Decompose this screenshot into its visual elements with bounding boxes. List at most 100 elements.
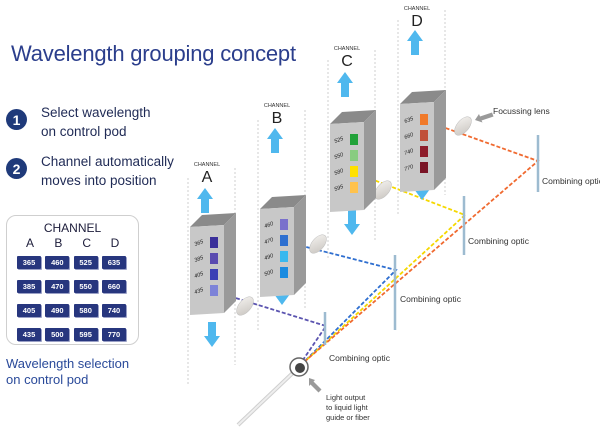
fiber-cable-core: [237, 367, 299, 426]
filter-wavelength-label: 460: [264, 221, 276, 230]
filter-swatch: [420, 146, 428, 157]
filter-swatch: [210, 269, 218, 280]
wavelength-button[interactable]: 525: [73, 256, 98, 269]
arrow-down-icon: [204, 322, 220, 347]
wavelength-button[interactable]: 660: [101, 280, 126, 293]
pointer-arrow-icon: [475, 112, 494, 123]
filter-wavelength-label: 470: [264, 237, 276, 246]
filter-swatch: [350, 150, 358, 161]
wavelength-button[interactable]: 435: [17, 328, 41, 341]
control-pod-heading: CHANNEL: [43, 221, 102, 235]
filter-wavelength-label: 740: [404, 148, 416, 157]
focussing-lens: [236, 296, 254, 316]
wavelength-button[interactable]: 580: [73, 304, 98, 317]
arrow-up-icon: [407, 30, 423, 55]
wavelength-button[interactable]: 500: [45, 328, 70, 341]
channel-caption: CHANNEL: [264, 103, 290, 109]
caption-line: on control pod: [6, 372, 89, 387]
filter-swatch: [280, 251, 288, 262]
wavelength-button-grid: 365 460 525 635 385 470 550 660 405 490 …: [17, 256, 128, 341]
column-label: B: [54, 236, 63, 250]
wavelength-button[interactable]: 490: [45, 304, 70, 317]
step-line: Channel automatically: [41, 154, 174, 169]
filter-box-top: [400, 90, 446, 104]
filter-swatch: [210, 285, 218, 296]
channel-caption: CHANNEL: [334, 46, 360, 52]
wavelength-button[interactable]: 405: [17, 304, 41, 317]
control-pod: CHANNEL A B C D 365 460 525 635 385 470 …: [6, 215, 139, 345]
combining-optic-label: Combining optic: [542, 176, 600, 186]
filter-box-front: [190, 225, 224, 315]
wavelength-button[interactable]: 770: [101, 328, 126, 341]
step-line: on control pod: [41, 124, 127, 139]
filter-box-front: [260, 207, 294, 297]
filter-box-front: [400, 102, 434, 192]
step-2: 2 Channel automatically moves into posit…: [6, 152, 174, 190]
filter-swatch: [420, 114, 428, 125]
filter-wavelength-label: 525: [334, 136, 346, 145]
filter-wavelength-label: 635: [404, 116, 416, 125]
control-pod-columns: A B C D: [17, 236, 128, 250]
arrow-down-icon: [344, 210, 360, 235]
light-output-port-core: [295, 363, 305, 373]
step-line: moves into position: [41, 173, 157, 188]
channel-letter: C: [341, 53, 353, 70]
focussing-lens-label: Focussing lens: [493, 106, 550, 116]
page-title: Wavelength grouping concept: [11, 41, 296, 66]
wavelength-button[interactable]: 460: [45, 256, 70, 269]
column-label: D: [110, 236, 120, 250]
control-pod-caption: Wavelength selection on control pod: [6, 356, 129, 388]
filter-box-side: [364, 110, 376, 210]
step-text: Select wavelength on control pod: [41, 103, 151, 141]
filter-box-front: [330, 122, 364, 212]
filter-box-top: [330, 110, 376, 124]
wavelength-button[interactable]: 550: [73, 280, 98, 293]
filter-wavelength-label: 435: [194, 287, 206, 296]
filter-wavelength-label: 595: [334, 184, 346, 193]
filter-box-side: [434, 90, 446, 190]
step-line: Select wavelength: [41, 105, 151, 120]
filter-swatch: [420, 130, 428, 141]
arrow-up-icon: [337, 72, 353, 97]
light-output-label: Light output: [326, 393, 366, 402]
column-label: A: [25, 236, 34, 250]
step-1: 1 Select wavelength on control pod: [6, 103, 151, 141]
filter-swatch: [210, 237, 218, 248]
filter-swatch: [350, 166, 358, 177]
step-number-badge: 1: [6, 109, 27, 130]
filter-wavelength-label: 405: [194, 271, 206, 280]
focussing-lens: [309, 234, 327, 254]
filter-swatch: [350, 182, 358, 193]
filter-swatch: [350, 134, 358, 145]
step-text: Channel automatically moves into positio…: [41, 152, 174, 190]
wavelength-button[interactable]: 595: [73, 328, 98, 341]
filter-box-top: [190, 213, 236, 227]
filter-box-top: [260, 195, 306, 209]
combining-optic-label: Combining optic: [468, 236, 530, 246]
channel-letter: B: [272, 110, 283, 127]
filter-swatch: [280, 219, 288, 230]
wavelength-button[interactable]: 365: [17, 256, 41, 269]
filter-swatch: [420, 162, 428, 173]
filter-wavelength-label: 770: [404, 164, 416, 173]
focussing-lens: [374, 180, 392, 200]
focussing-lens: [454, 116, 472, 136]
combining-optic-label: Combining optic: [329, 353, 391, 363]
wavelength-button[interactable]: 470: [45, 280, 70, 293]
filter-wavelength-label: 490: [264, 253, 276, 262]
channel-caption: CHANNEL: [194, 162, 220, 168]
wavelength-button[interactable]: 635: [101, 256, 126, 269]
filter-box-side: [294, 195, 306, 295]
filter-wavelength-label: 500: [264, 269, 276, 278]
light-output-label: guide or fiber: [326, 413, 370, 422]
channel-letter: D: [411, 13, 423, 30]
column-label: C: [82, 236, 91, 250]
filter-wavelength-label: 365: [194, 239, 206, 248]
channel-caption: CHANNEL: [404, 6, 430, 12]
filter-wavelength-label: 660: [404, 132, 416, 141]
filter-swatch: [280, 267, 288, 278]
arrow-up-icon: [267, 128, 283, 153]
wavelength-button[interactable]: 385: [17, 280, 41, 293]
wavelength-button[interactable]: 740: [101, 304, 126, 317]
filter-swatch: [280, 235, 288, 246]
